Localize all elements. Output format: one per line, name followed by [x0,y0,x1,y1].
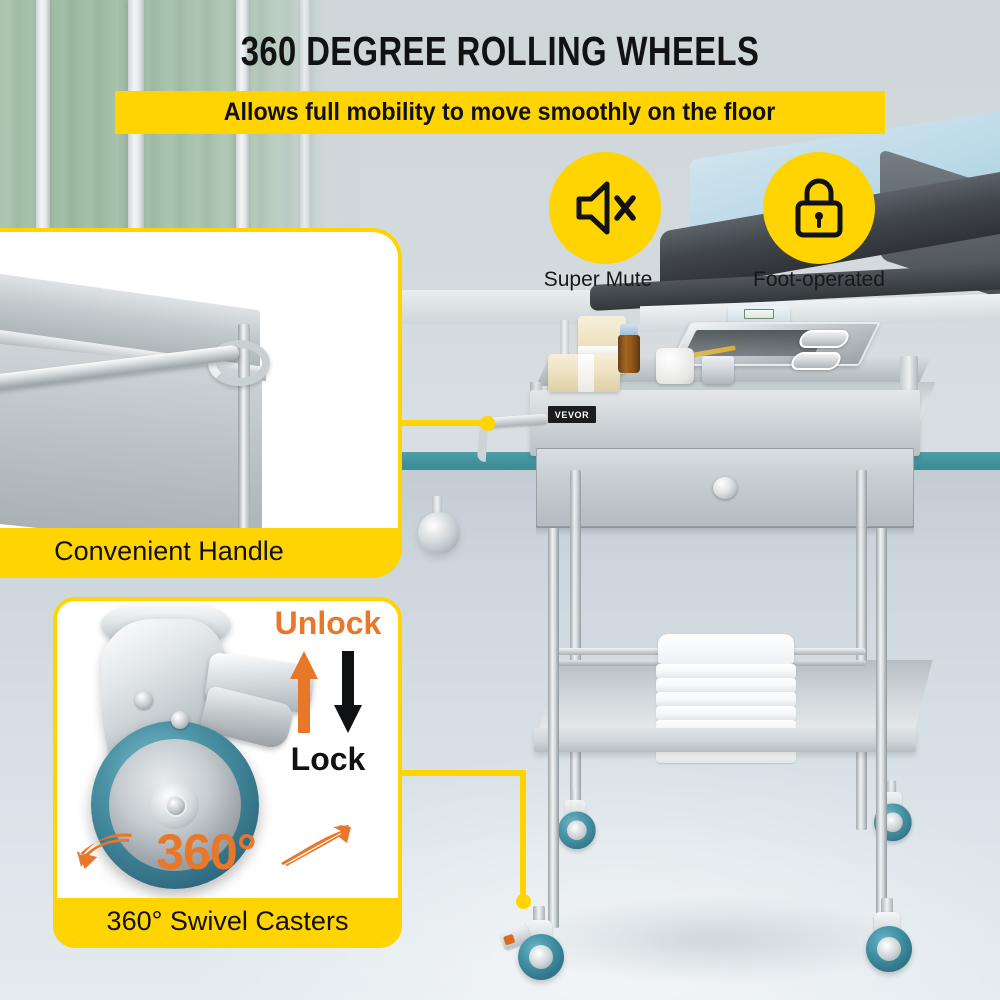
cart-drawer[interactable] [536,448,914,528]
badge-foot-operated: Foot-operated [753,152,885,292]
handle-photo [0,232,398,552]
arrow-up-icon [290,651,318,733]
cart-leg-front-left [548,528,559,928]
vevor-logo-text: VEVOR [554,409,590,420]
arrow-down-icon [334,651,362,733]
towel [656,706,796,721]
swivel-arrow-right-icon [281,825,351,866]
badge-circle [549,152,661,264]
caster-callout-line-horizontal [400,770,526,776]
background-caster [418,512,460,554]
panel-swivel-casters: Unlock Lock 360° 360° Swivel Casters [53,597,402,948]
caster-stem [533,906,545,924]
subtitle-banner: Allows full mobility to move smoothly on… [115,91,885,134]
page-title: 360 DEGREE ROLLING WHEELS [240,28,760,74]
towel [656,692,796,707]
unlock-label: Unlock [274,605,382,641]
handle-callout-dot [480,416,495,431]
panel-caption-bar: Convenient Handle [0,528,398,574]
badge-label: Super Mute [543,268,653,291]
caster-hub [567,820,587,841]
caster-callout-line-vertical [520,770,526,902]
caster-hub [529,945,553,969]
caster-hub [877,937,901,961]
handle-loop-end [208,340,270,386]
caster-hub [883,812,903,833]
drawer-knob[interactable] [713,477,737,499]
swivel-arrow-left-icon [77,833,132,869]
caster-photo-bolt [135,691,153,709]
caster-panel-body: Unlock Lock 360° [57,601,398,898]
white-bandage-roll [656,348,694,384]
handle-callout-line [398,420,486,426]
towel [656,664,796,679]
medicine-bottle [618,335,640,373]
caster-photo-axle [165,795,187,817]
cart-push-handle-bend [476,425,496,463]
panel-convenient-handle: Convenient Handle [0,228,402,578]
panel-caption-bar: 360° Swivel Casters [57,898,398,944]
bottle-cap [620,324,638,337]
towel [656,678,796,693]
caster-callout-dot [516,894,531,909]
subtitle-text: Allows full mobility to move smoothly on… [224,98,776,126]
cart-leg-front-right [876,528,887,928]
degree-360-label: 360° [156,824,256,880]
lock-label: Lock [290,741,366,777]
drawer-shadow [536,526,914,536]
metal-cup [702,356,734,384]
caster-stem [570,788,581,804]
cart-top-accessories [470,300,940,410]
gauze-band [578,354,594,392]
caster-photo-bolt [171,711,189,729]
caster-photo [63,601,316,895]
sterile-pack-label [744,309,774,319]
towel-top [658,634,794,664]
caster-stem [881,898,893,916]
kidney-dish [788,352,844,370]
badge-label: Foot-operated [753,268,885,291]
background-caster-stem [432,496,442,518]
panel-caption-text: 360° Swivel Casters [106,905,349,936]
kidney-dish [796,330,852,348]
padlock-icon [795,178,843,238]
panel-caption-text: Convenient Handle [54,535,284,566]
cart-top-panel [530,390,920,456]
mute-speaker-icon [576,181,636,235]
gauze-band [578,346,626,356]
badge-super-mute: Super Mute [544,152,661,292]
cart-lower-shelf [534,728,916,752]
vevor-logo-badge: VEVOR [548,406,596,423]
badge-circle [763,152,875,264]
caster-stem [886,780,897,796]
medical-cart: VEVOR [470,330,940,980]
